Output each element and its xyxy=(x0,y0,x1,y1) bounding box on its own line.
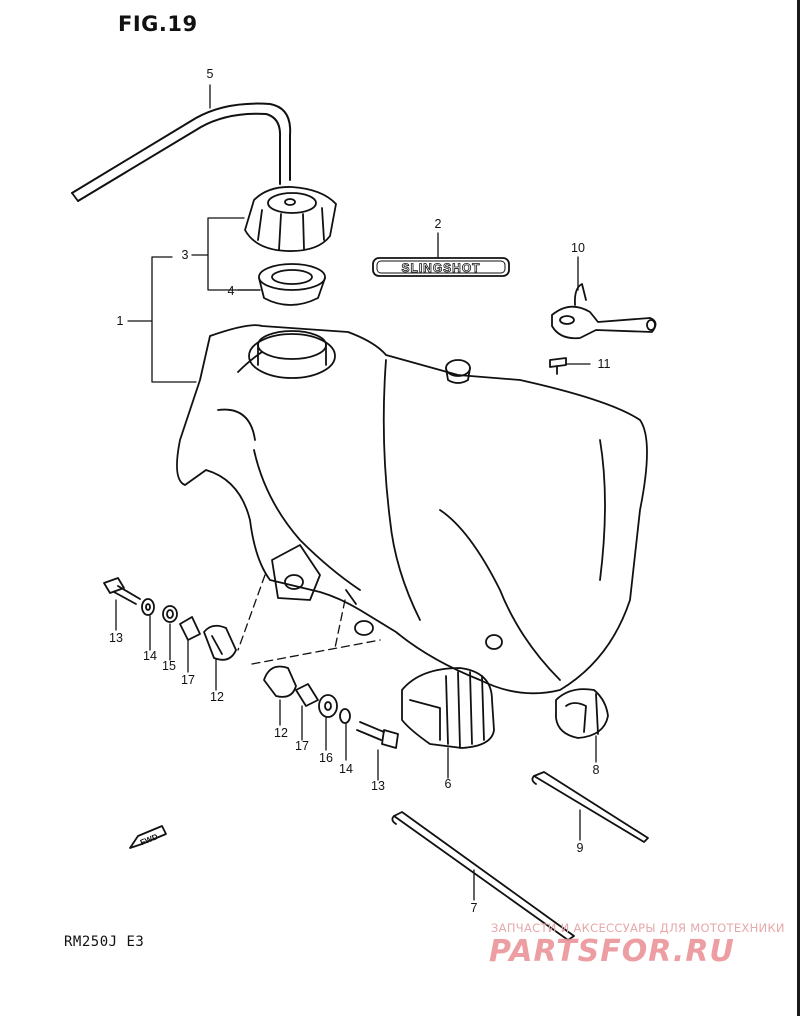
fuel-cap xyxy=(244,186,337,252)
callout-17b: 17 xyxy=(295,739,309,753)
right-mount-hardware xyxy=(263,665,399,749)
callout-17a: 17 xyxy=(181,673,195,687)
breather-hose xyxy=(71,102,292,202)
tank-cushion xyxy=(555,688,609,739)
slingshot-emblem xyxy=(372,257,510,277)
callout-14a: 14 xyxy=(143,649,157,663)
cap-gasket xyxy=(258,263,326,306)
emblem-text: SLINGSHOT xyxy=(401,261,480,275)
callout-12b: 12 xyxy=(274,726,288,740)
callout-15: 15 xyxy=(162,659,176,673)
screw xyxy=(549,357,567,375)
callout-13a: 13 xyxy=(109,631,123,645)
callout-8: 8 xyxy=(593,763,600,777)
callout-14b: 14 xyxy=(339,762,353,776)
callout-4: 4 xyxy=(228,284,235,298)
callout-16: 16 xyxy=(319,751,333,765)
callout-13b: 13 xyxy=(371,779,385,793)
left-mount-hardware xyxy=(103,577,237,661)
watermark-logo: PARTSFOR.RU xyxy=(489,934,735,969)
callout-1: 1 xyxy=(117,314,124,328)
bracket xyxy=(551,283,657,340)
callout-5: 5 xyxy=(207,67,214,81)
callout-lines xyxy=(115,84,597,901)
strap-long xyxy=(391,811,575,941)
mount-leader-lines xyxy=(237,574,381,665)
fwd-arrow xyxy=(129,825,167,849)
watermark-tagline: ЗАПЧАСТИ И АКСЕССУАРЫ ДЛЯ МОТОТЕХНИКИ xyxy=(491,921,785,935)
figure-title: FIG.19 xyxy=(118,12,198,36)
callout-11: 11 xyxy=(598,357,611,371)
tank-damper xyxy=(401,667,495,749)
model-code: RM250J E3 xyxy=(64,934,145,950)
fuel-tank xyxy=(176,324,648,695)
callout-12a: 12 xyxy=(210,690,224,704)
callout-9: 9 xyxy=(577,841,584,855)
callout-10: 10 xyxy=(571,241,585,255)
callout-6: 6 xyxy=(445,777,452,791)
callout-2: 2 xyxy=(435,217,442,231)
callout-3: 3 xyxy=(182,248,189,262)
strap-short xyxy=(531,771,649,843)
page-edge-border xyxy=(797,0,800,1016)
callout-7: 7 xyxy=(471,901,478,915)
